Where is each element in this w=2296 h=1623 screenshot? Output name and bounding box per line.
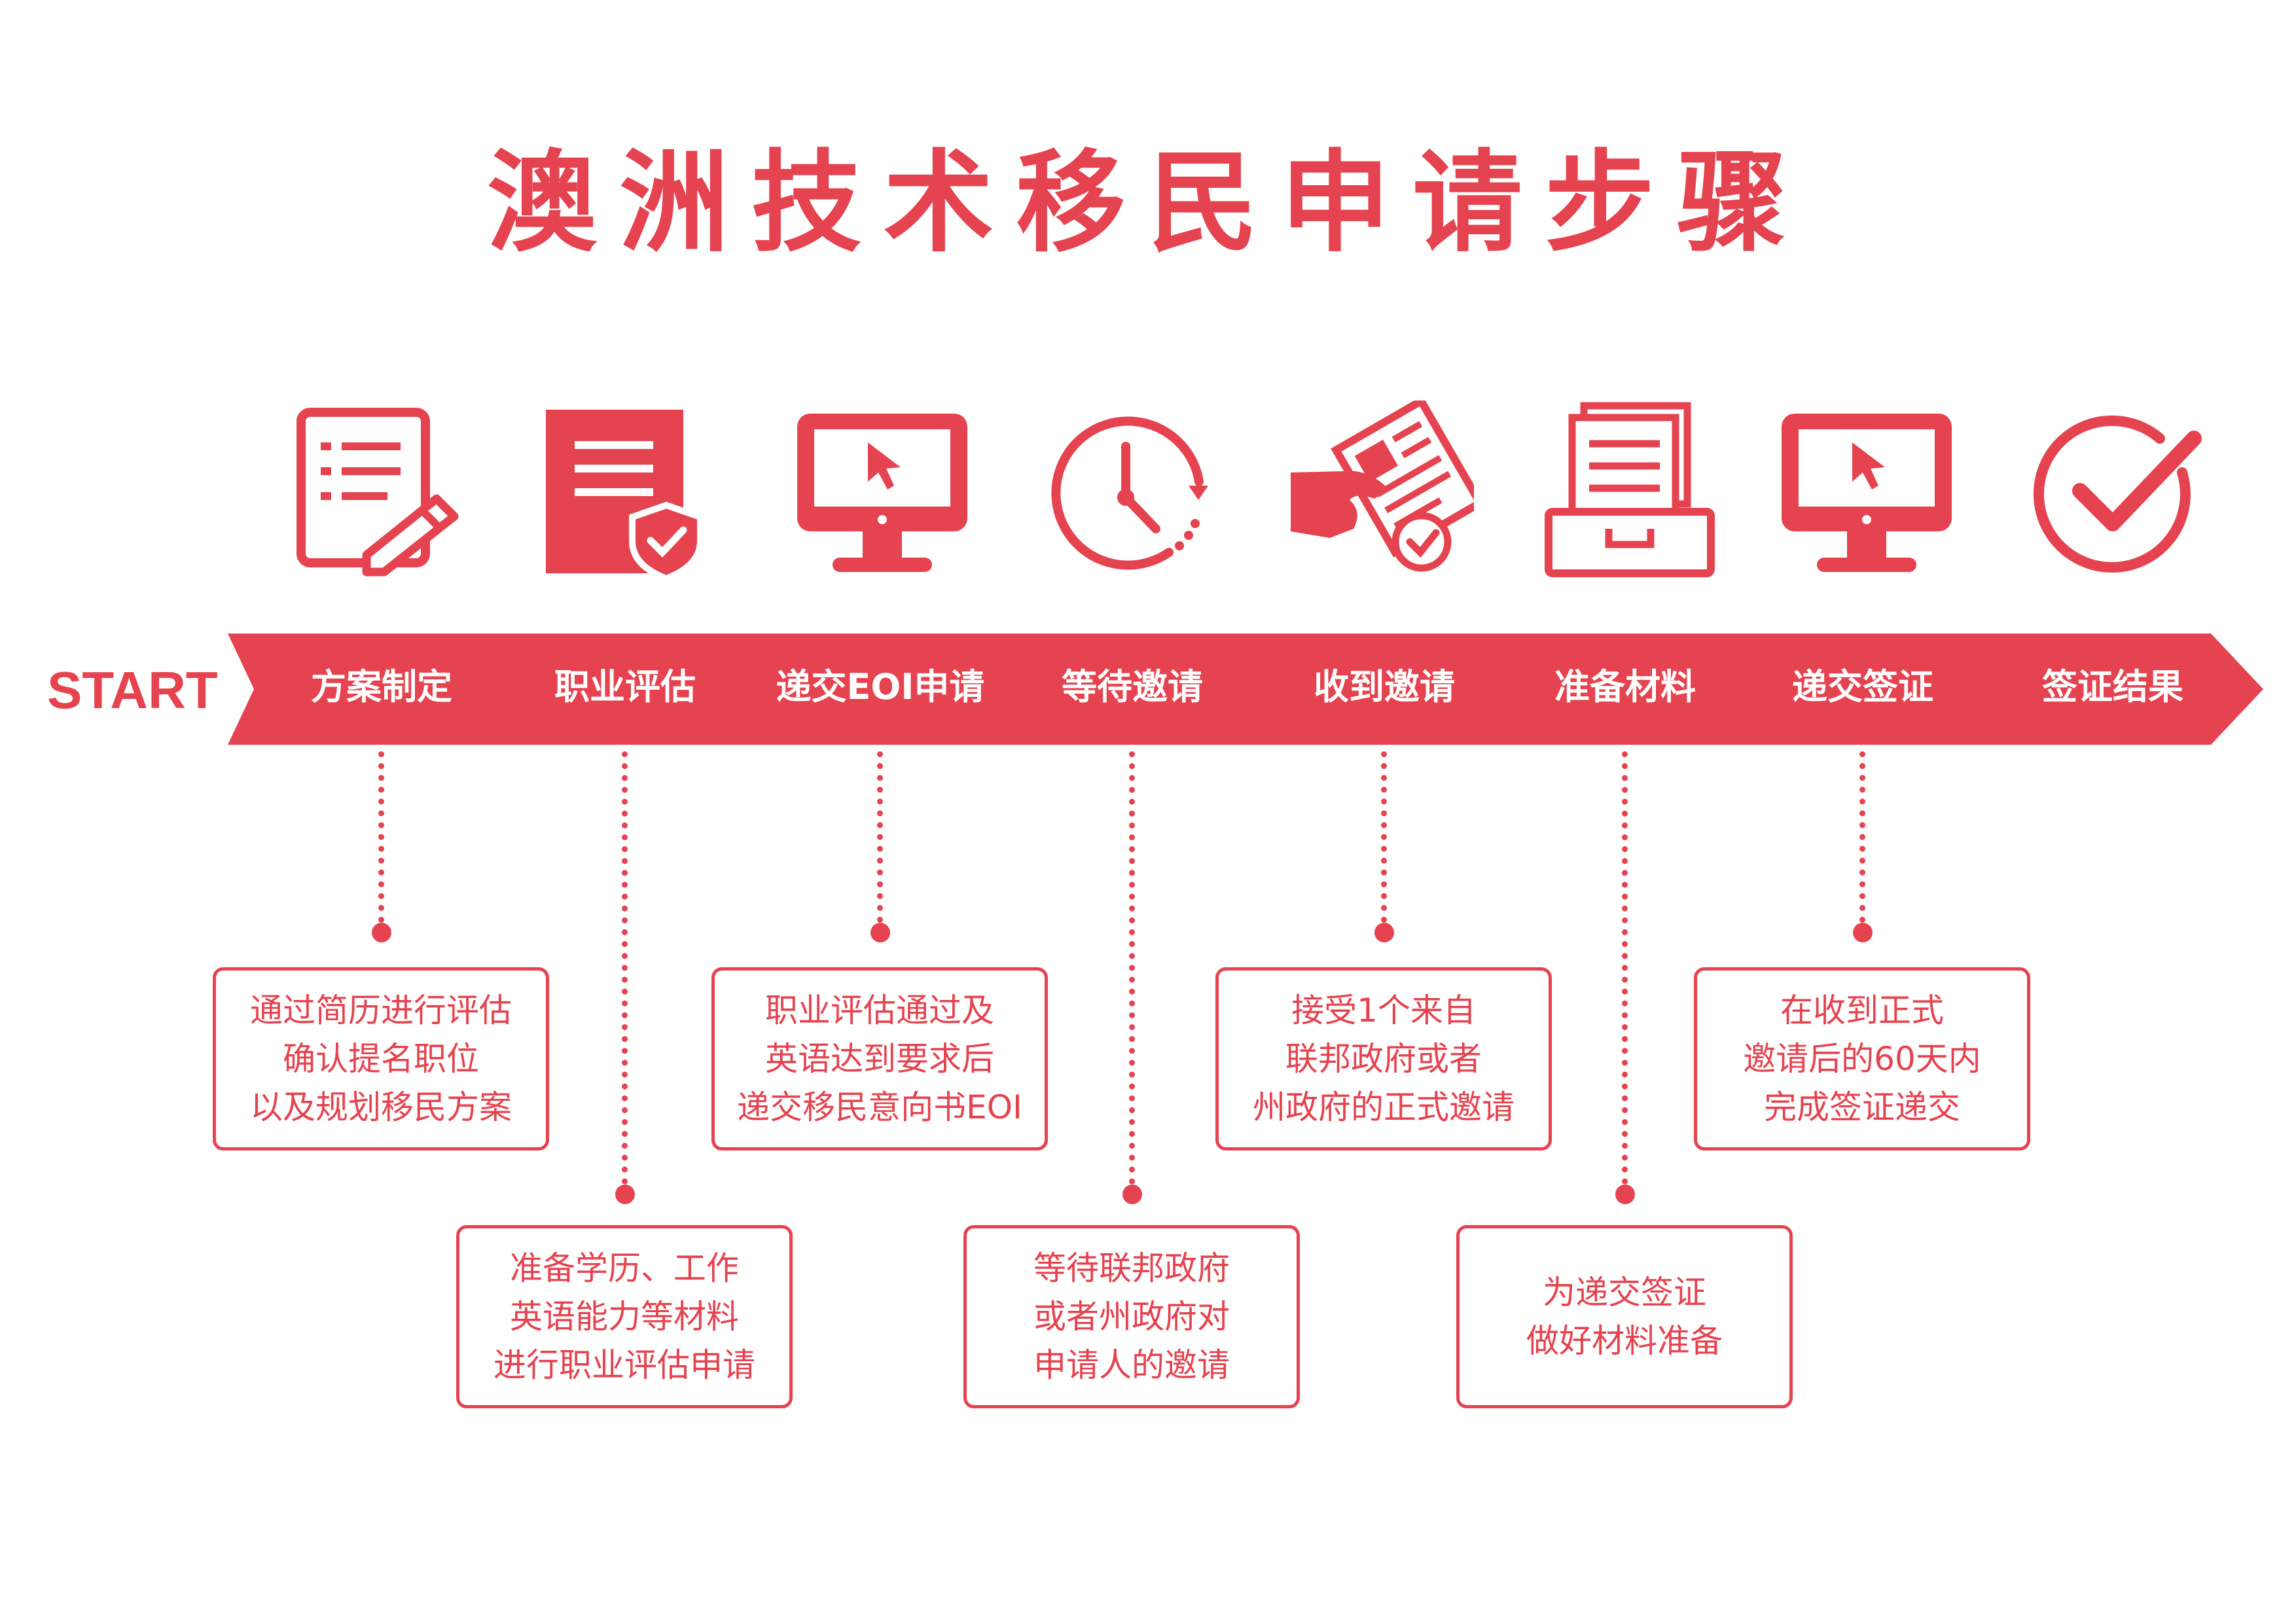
connector-dot (870, 923, 890, 942)
step-label-visa-submit: 递交签证 (1792, 666, 1933, 707)
monitor-cursor-icon (791, 401, 974, 584)
document-shield-icon (529, 401, 712, 584)
step-label-eoi: 递交EOI申请 (776, 666, 985, 707)
desc-line: 申请人的邀请 (1033, 1346, 1230, 1384)
connector-line (877, 751, 883, 923)
step-label-invitation: 收到邀请 (1314, 666, 1455, 707)
connector-dot (1374, 923, 1394, 942)
desc-line: 英语能力等材料 (510, 1298, 739, 1336)
connector-dot (1122, 1185, 1142, 1204)
connector-line (378, 751, 384, 923)
desc-line: 或者州政府对 (1033, 1298, 1230, 1336)
desc-line: 等待联邦政府 (1033, 1249, 1230, 1287)
start-label: START (47, 661, 218, 719)
connector-line (1129, 751, 1135, 1185)
step-label-plan: 方案制定 (311, 666, 452, 707)
desc-line: 联邦政府或者 (1285, 1040, 1482, 1078)
connector-dot (372, 923, 391, 942)
step-label-assessment: 职业评估 (554, 666, 696, 707)
desc-line: 进行职业评估申请 (493, 1346, 755, 1384)
desc-box-wait: 等待联邦政府 或者州政府对 申请人的邀请 (963, 1225, 1300, 1408)
desc-box-visa-submit: 在收到正式 邀请后的60天内 完成签证递交 (1694, 967, 2030, 1150)
desc-line: 州政府的正式邀请 (1253, 1088, 1515, 1126)
desc-line: 做好材料准备 (1526, 1322, 1723, 1360)
desc-box-invitation: 接受1个来自 联邦政府或者 州政府的正式邀请 (1215, 967, 1552, 1150)
document-pencil-icon (283, 401, 466, 584)
desc-line: 递交移民意向书EOI (737, 1088, 1022, 1126)
step-label-visa-result: 签证结果 (2042, 666, 2183, 707)
desc-line: 英语达到要求后 (765, 1040, 994, 1078)
desc-box-eoi: 职业评估通过及 英语达到要求后 递交移民意向书EOI (711, 967, 1048, 1150)
page-title: 澳洲技术移民申请步骤 (487, 139, 1809, 267)
desc-box-plan: 通过简历进行评估 确认提名职位 以及规划移民方案 (213, 967, 549, 1150)
connector-line (1622, 751, 1628, 1185)
desc-line: 通过简历进行评估 (250, 991, 512, 1029)
document-tray-icon (1538, 401, 1721, 584)
connector-dot (615, 1185, 635, 1204)
desc-box-materials: 为递交签证 做好材料准备 (1456, 1225, 1793, 1408)
desc-line: 在收到正式 (1780, 991, 1944, 1029)
connector-line (1381, 751, 1387, 923)
step-label-wait: 等待邀请 (1062, 666, 1203, 707)
desc-line: 完成签证递交 (1764, 1088, 1960, 1126)
connector-dot (1615, 1185, 1635, 1204)
connector-line (1859, 751, 1865, 923)
step-label-materials: 准备材料 (1554, 666, 1696, 707)
connector-dot (1853, 923, 1873, 942)
hand-document-icon (1291, 401, 1474, 584)
desc-line: 确认提名职位 (283, 1040, 479, 1078)
check-circle-icon (2029, 401, 2212, 584)
desc-line: 接受1个来自 (1291, 991, 1476, 1029)
desc-line: 邀请后的60天内 (1743, 1040, 1981, 1078)
desc-line: 为递交签证 (1543, 1274, 1706, 1311)
connector-line (622, 751, 628, 1185)
timeline-arrow (228, 633, 2263, 745)
monitor-cursor-icon (1775, 401, 1958, 584)
desc-line: 准备学历、工作 (510, 1249, 739, 1287)
desc-line: 职业评估通过及 (765, 991, 994, 1029)
desc-line: 以及规划移民方案 (250, 1088, 512, 1126)
clock-icon (1041, 401, 1224, 584)
desc-box-assessment: 准备学历、工作 英语能力等材料 进行职业评估申请 (456, 1225, 793, 1408)
